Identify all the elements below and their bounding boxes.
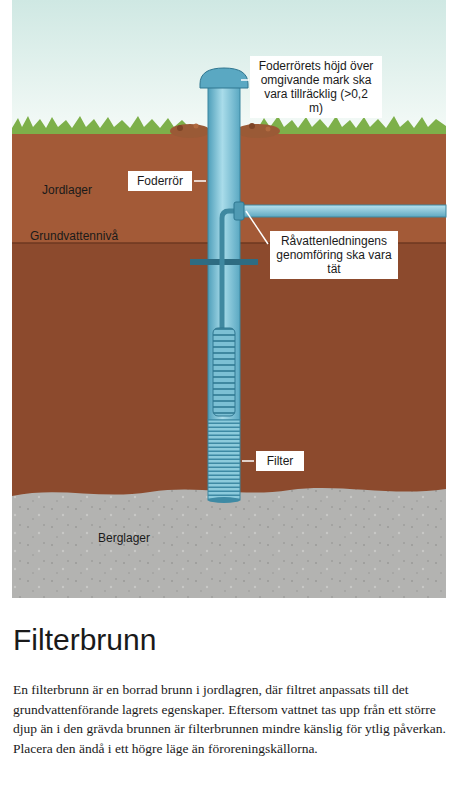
- layer-label: Grundvattennivå: [30, 229, 118, 243]
- callout-box: Filter: [256, 451, 304, 471]
- pump: [213, 328, 235, 416]
- callout-box: Foderrör: [128, 171, 192, 191]
- callout-text: Råvattenledningens genomföring ska vara …: [276, 234, 392, 276]
- callout-box: Råvattenledningens genomföring ska vara …: [270, 231, 398, 279]
- layer-label: Jordlager: [42, 183, 92, 197]
- casing-pipe: [208, 80, 240, 420]
- filter-section: [208, 420, 240, 500]
- riser-pipe: [222, 211, 238, 330]
- raw-water-pipe: [240, 205, 446, 217]
- layer-label: Berglager: [98, 531, 150, 545]
- callout-text: Foderrör: [134, 174, 186, 188]
- heading: Filterbrunn: [13, 622, 156, 658]
- pipe-bottom: [208, 497, 240, 503]
- callout-text: Foderrörets höjd över omgivande mark ska…: [256, 59, 376, 115]
- bedrock: [12, 488, 446, 598]
- pipe-fitting: [234, 202, 244, 220]
- well-cap: [200, 68, 248, 88]
- callout-box: Foderrörets höjd över omgivande mark ska…: [250, 56, 382, 118]
- leader-lines: [194, 80, 268, 461]
- body-text: En filterbrunn är en borrad brunn i jord…: [13, 680, 449, 758]
- callout-text: Filter: [262, 454, 298, 468]
